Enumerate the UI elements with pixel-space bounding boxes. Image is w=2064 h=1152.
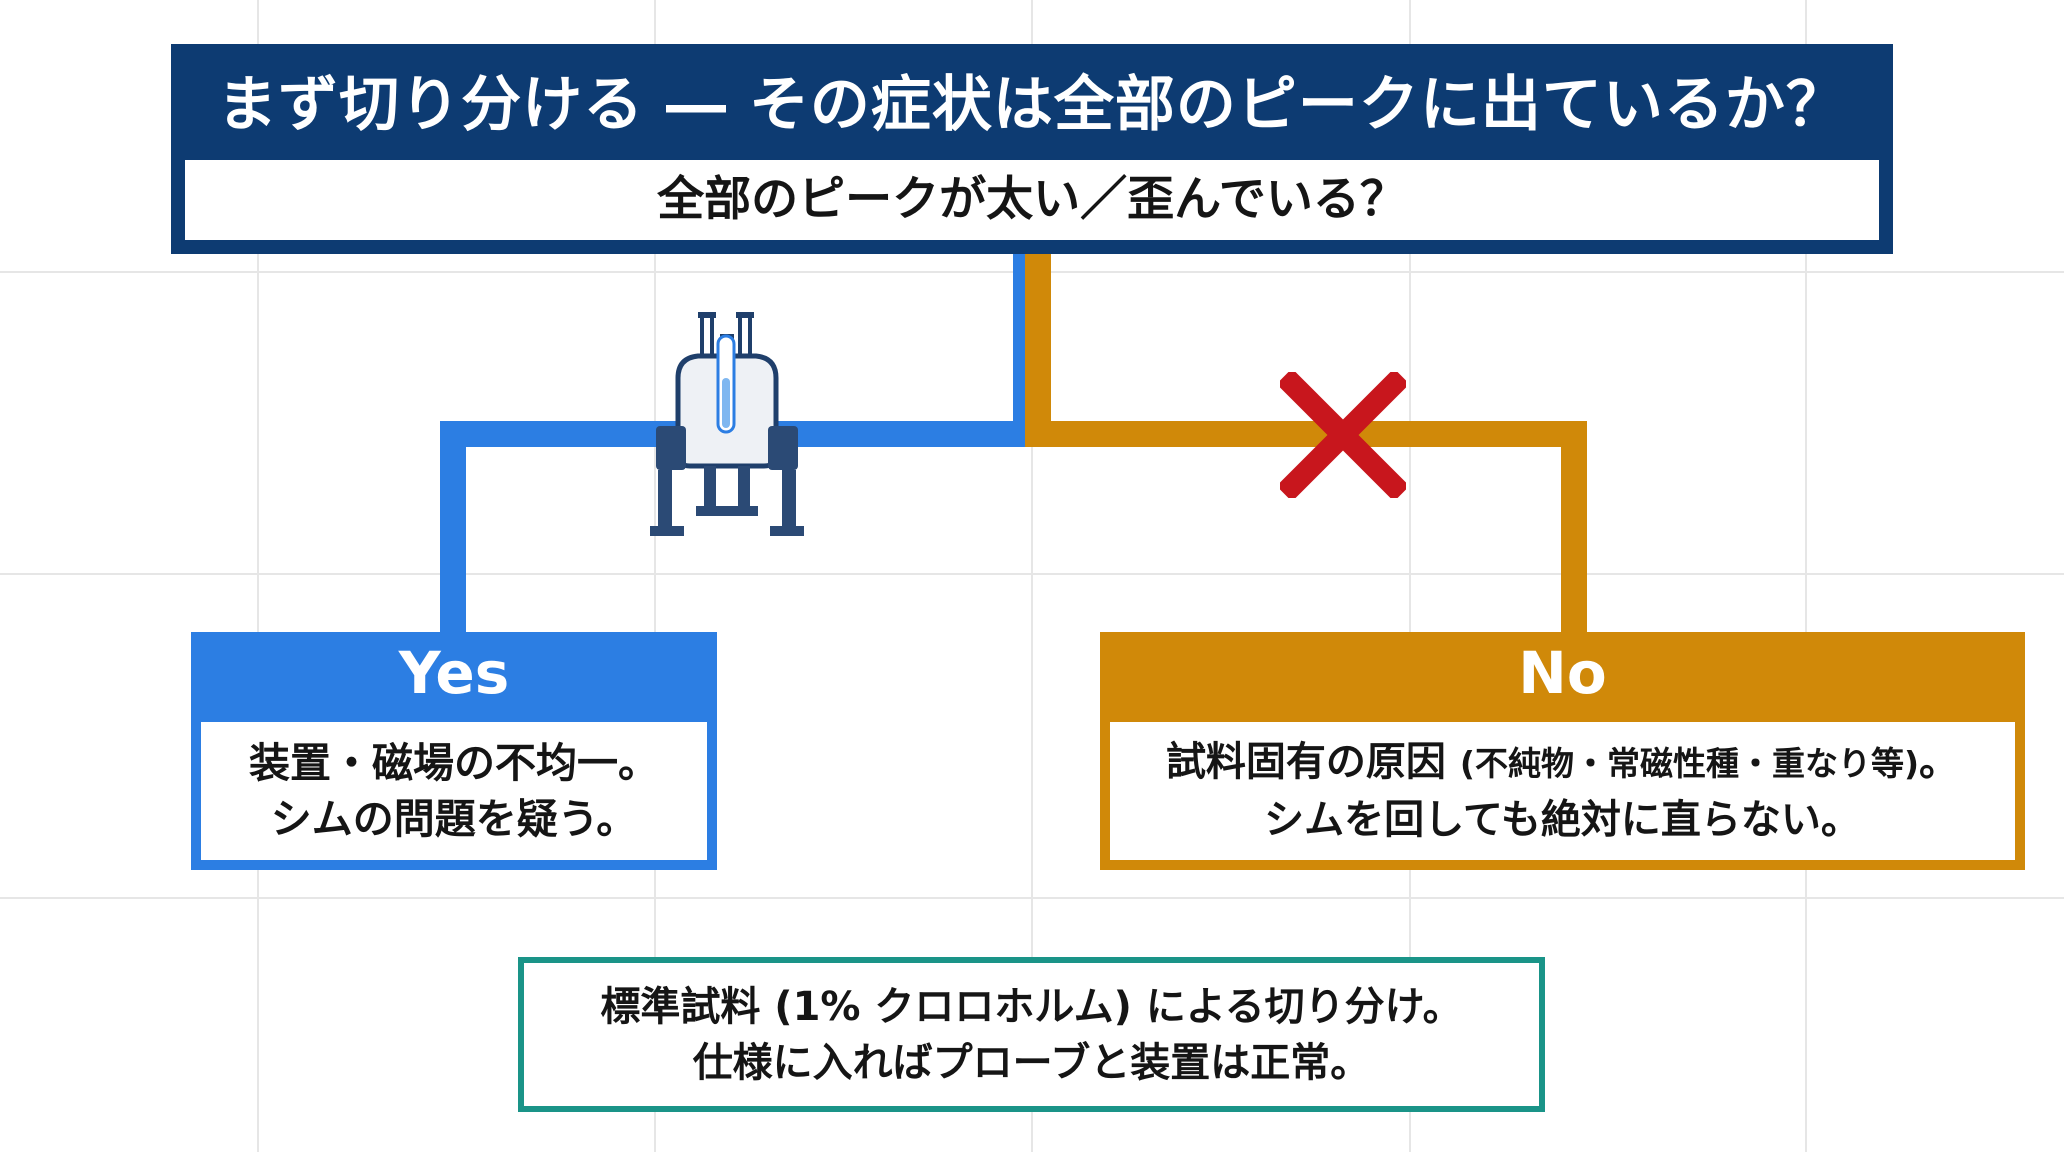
diagnostic-question: 全部のピークが太い／歪んでいる？ xyxy=(185,160,1879,240)
yes-explanation: 装置・磁場の不均一。 シムの問題を疑う。 xyxy=(201,722,707,860)
no-line-1: 試料固有の原因 (不純物・常磁性種・重なり等)。 xyxy=(1166,734,1959,792)
cross-icon xyxy=(1280,372,1406,498)
no-label: No xyxy=(1518,639,1607,707)
yes-label: Yes xyxy=(398,639,510,707)
yes-branch-box: Yes 装置・磁場の不均一。 シムの問題を疑う。 xyxy=(191,632,717,870)
standard-sample-check-box: 標準試料 (1% クロロホルム) による切り分け。 仕様に入ればプローブと装置は… xyxy=(518,957,1545,1112)
yes-line-2: シムの問題を疑う。 xyxy=(270,795,638,843)
no-connector xyxy=(1025,254,1587,634)
yes-line-1: 装置・磁場の不均一。 xyxy=(249,739,659,787)
question-header: まず切り分ける ― その症状は全部のピークに出ているか？ 全部のピークが太い／歪… xyxy=(171,44,1893,254)
page-title: まず切り分ける ― その症状は全部のピークに出ているか？ xyxy=(217,70,1847,140)
standard-line-2: 仕様に入ればプローブと装置は正常。 xyxy=(692,1039,1371,1086)
standard-line-1: 標準試料 (1% クロロホルム) による切り分け。 xyxy=(600,983,1463,1030)
no-line-1-end: 。 xyxy=(1919,739,1960,785)
nmr-magnet-icon xyxy=(650,312,804,536)
no-branch-box: No 試料固有の原因 (不純物・常磁性種・重なり等)。 シムを回しても絶対に直ら… xyxy=(1100,632,2025,870)
no-explanation: 試料固有の原因 (不純物・常磁性種・重なり等)。 シムを回しても絶対に直らない。 xyxy=(1110,722,2015,860)
no-line-2: シムを回しても絶対に直らない。 xyxy=(1264,797,1861,843)
no-line-1-main: 試料固有の原因 xyxy=(1165,739,1446,785)
no-line-1-note: (不純物・常磁性種・重なり等) xyxy=(1459,744,1920,783)
